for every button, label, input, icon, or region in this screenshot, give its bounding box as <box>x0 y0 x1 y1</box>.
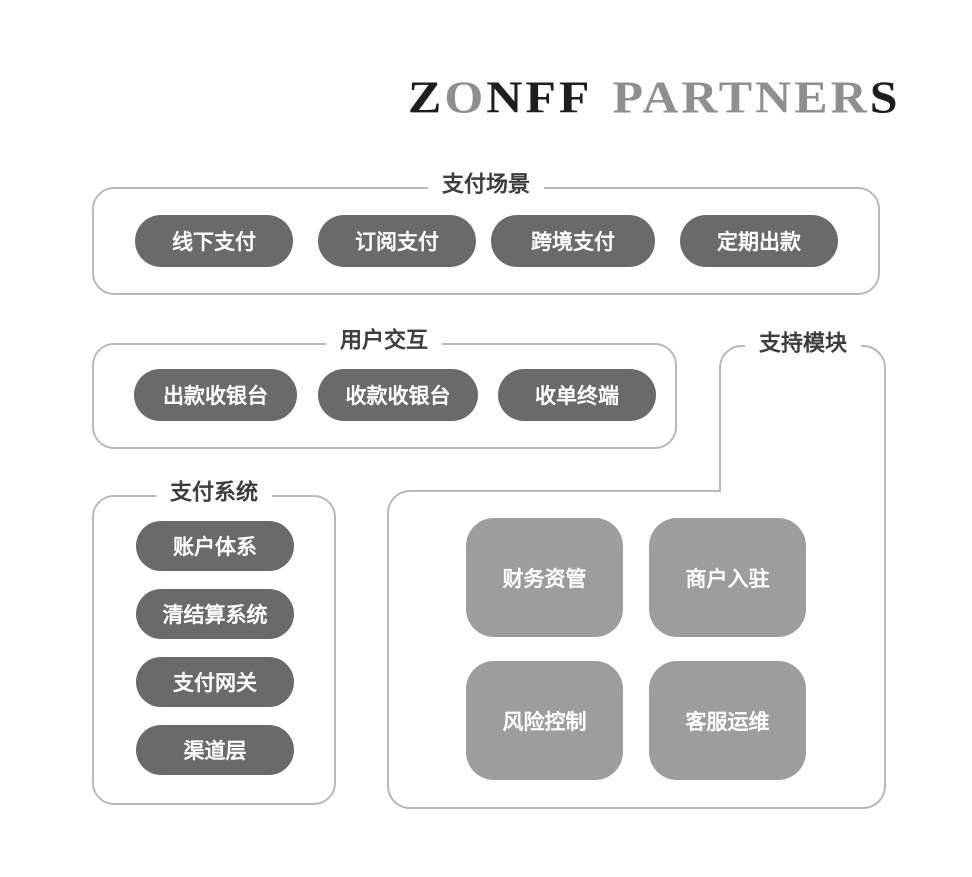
tile-customer-service-ops: 客服运维 <box>649 661 806 780</box>
pill-channel-layer: 渠道层 <box>136 725 294 775</box>
tile-merchant-onboarding: 商户入驻 <box>649 518 806 637</box>
pill-offline-payment: 线下支付 <box>135 215 293 267</box>
logo-letter: NFF <box>486 71 593 123</box>
pill-scheduled-payout: 定期出款 <box>680 215 838 267</box>
pill-crossborder-payment: 跨境支付 <box>491 215 655 267</box>
user-interaction-title: 用户交互 <box>325 327 443 355</box>
logo-letter: Z <box>408 71 445 123</box>
pill-payout-cashier: 出款收银台 <box>134 369 297 421</box>
pill-acquiring-terminal: 收单终端 <box>498 369 656 421</box>
tile-finance-asset-management: 财务资管 <box>466 518 623 637</box>
pill-account-system: 账户体系 <box>136 521 294 571</box>
pill-subscription-payment: 订阅支付 <box>318 215 476 267</box>
tile-risk-control: 风险控制 <box>466 661 623 780</box>
support-modules-title: 支持模块 <box>744 330 862 358</box>
pill-collection-cashier: 收款收银台 <box>318 369 478 421</box>
logo-letter: O <box>444 71 487 123</box>
logo-letter: S <box>869 71 901 123</box>
pill-payment-gateway: 支付网关 <box>136 657 294 707</box>
payment-scenes-title: 支付场景 <box>427 171 545 199</box>
payment-system-title: 支付系统 <box>155 479 273 507</box>
logo-letter: PARTNER <box>612 71 870 123</box>
pill-clearing-settlement-system: 清结算系统 <box>136 589 294 639</box>
zonff-partners-logo: ZONFF PARTNERS <box>408 74 901 120</box>
